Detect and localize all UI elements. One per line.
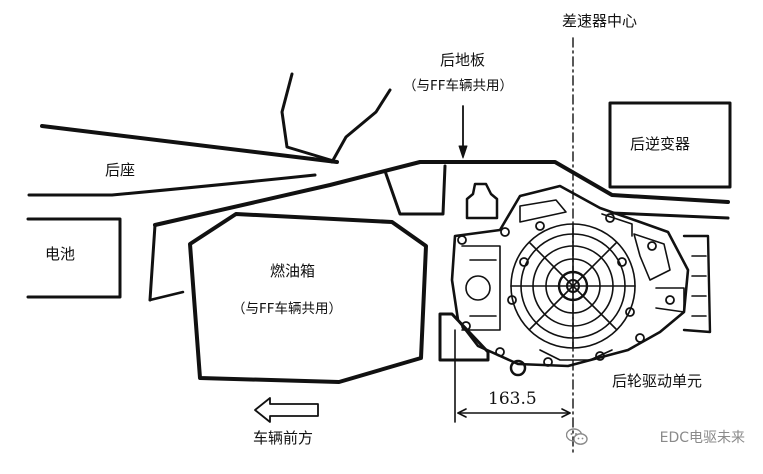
rear-inverter-label: 后逆变器 bbox=[630, 135, 691, 153]
rear-drive-unit-drawing bbox=[450, 184, 712, 368]
floor-pan-line bbox=[148, 290, 185, 302]
battery-label: 电池 bbox=[45, 245, 76, 263]
rear-seat-label: 后座 bbox=[105, 161, 136, 179]
fuel-tank-outline bbox=[188, 212, 428, 384]
dimension-label: 163.5 bbox=[488, 389, 537, 409]
front-arrow bbox=[254, 397, 319, 423]
rear-drive-unit-label: 后轮驱动单元 bbox=[612, 372, 703, 390]
seat-cushion-line bbox=[40, 124, 339, 164]
seat-back-line-2 bbox=[330, 88, 392, 164]
dimension-arrow-right bbox=[561, 408, 571, 418]
drain-plug bbox=[509, 359, 527, 377]
mount-bracket bbox=[465, 182, 499, 220]
rear-inverter-box bbox=[608, 101, 732, 189]
battery-box bbox=[26, 217, 122, 299]
vehicle-front-label: 车辆前方 bbox=[253, 429, 314, 447]
lower-bracket bbox=[438, 312, 490, 362]
rear-floor-label: 后地板 bbox=[440, 51, 486, 69]
rear-floor-note: （与FF车辆共用） bbox=[403, 78, 514, 94]
watermark-text: EDC电驱未来 bbox=[659, 430, 745, 446]
dimension-arrow-left bbox=[457, 408, 467, 418]
fuel-tank-note: （与FF车辆共用） bbox=[232, 301, 343, 317]
floor-rear-line bbox=[610, 211, 730, 220]
diff-center-label: 差速器中心 bbox=[562, 12, 638, 30]
floor-bracket bbox=[383, 164, 447, 216]
housing-bolts bbox=[457, 213, 675, 367]
wechat-icon bbox=[566, 428, 588, 445]
rear-floor-arrowhead bbox=[458, 145, 468, 159]
floor-lower-line bbox=[148, 223, 157, 302]
fuel-tank-label: 燃油箱 bbox=[270, 262, 316, 280]
rear-floor-line bbox=[153, 160, 730, 227]
seat-top-line bbox=[27, 173, 317, 197]
seat-back-line bbox=[280, 72, 339, 164]
